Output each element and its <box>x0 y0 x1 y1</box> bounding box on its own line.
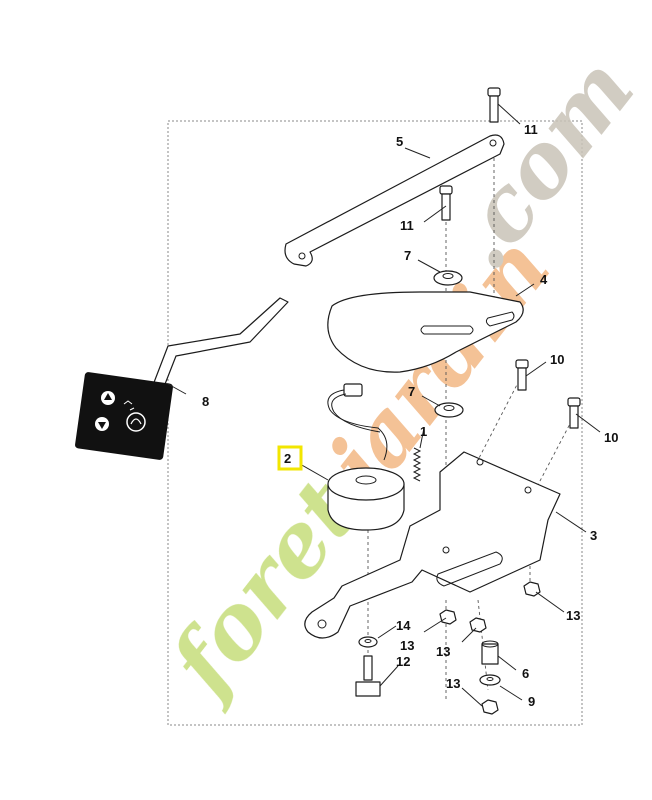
callout-13-right: 13 <box>566 608 580 623</box>
callout-6: 6 <box>522 666 529 681</box>
callout-13-middle: 13 <box>436 644 450 659</box>
callout-11-upper: 11 <box>524 122 538 137</box>
callout-4: 4 <box>540 272 548 287</box>
part-1-spring <box>412 447 422 482</box>
callout-10-lower: 10 <box>604 430 618 445</box>
leader-lines <box>167 103 601 707</box>
part-8-pedal-lever <box>75 297 289 460</box>
callout-1: 1 <box>420 424 427 439</box>
part-3-bracket <box>304 451 561 639</box>
diagram-frame <box>167 120 583 726</box>
callout-13-lower: 13 <box>446 676 460 691</box>
highlight-box <box>277 445 303 471</box>
callout-5: 5 <box>396 134 403 149</box>
tortoise-hare-icon <box>123 400 135 411</box>
part-9-washer <box>479 674 501 686</box>
callout-7-upper: 7 <box>404 248 411 263</box>
part-6-bushing <box>481 640 499 665</box>
part-7-washer-upper <box>433 270 463 286</box>
control-panel <box>75 372 173 460</box>
speedometer-icon <box>126 412 146 432</box>
part-13-nut-center <box>439 609 457 625</box>
part-13-nut-right <box>523 581 541 597</box>
callout-2: 2 <box>284 451 291 466</box>
callout-7-lower: 7 <box>408 384 415 399</box>
part-11-bolt-upper <box>487 87 501 123</box>
callout-labels: 11 5 11 7 4 10 7 10 1 8 2 3 13 13 13 14 … <box>202 122 618 709</box>
part-10-bolt-lower <box>567 397 581 429</box>
callout-11-middle: 11 <box>400 218 414 233</box>
part-7-washer-lower <box>434 402 464 418</box>
callout-13-center: 13 <box>400 638 414 653</box>
callout-10-upper: 10 <box>550 352 564 367</box>
part-13-nut-lower <box>481 699 499 715</box>
part-11-bolt-middle <box>439 185 453 221</box>
part-4-plate <box>327 291 524 373</box>
part-2-magnet <box>327 467 405 531</box>
part-14-washer <box>358 636 378 648</box>
callout-9: 9 <box>528 694 535 709</box>
callout-12: 12 <box>396 654 410 669</box>
part-10-bolt-upper <box>515 359 529 391</box>
part-13-nut-middle <box>469 617 487 633</box>
wiring-harness <box>327 383 388 461</box>
callout-14: 14 <box>396 618 411 633</box>
callout-3: 3 <box>590 528 597 543</box>
part-12-bolt <box>355 655 381 697</box>
callout-8: 8 <box>202 394 209 409</box>
part-5-arm <box>284 134 505 267</box>
